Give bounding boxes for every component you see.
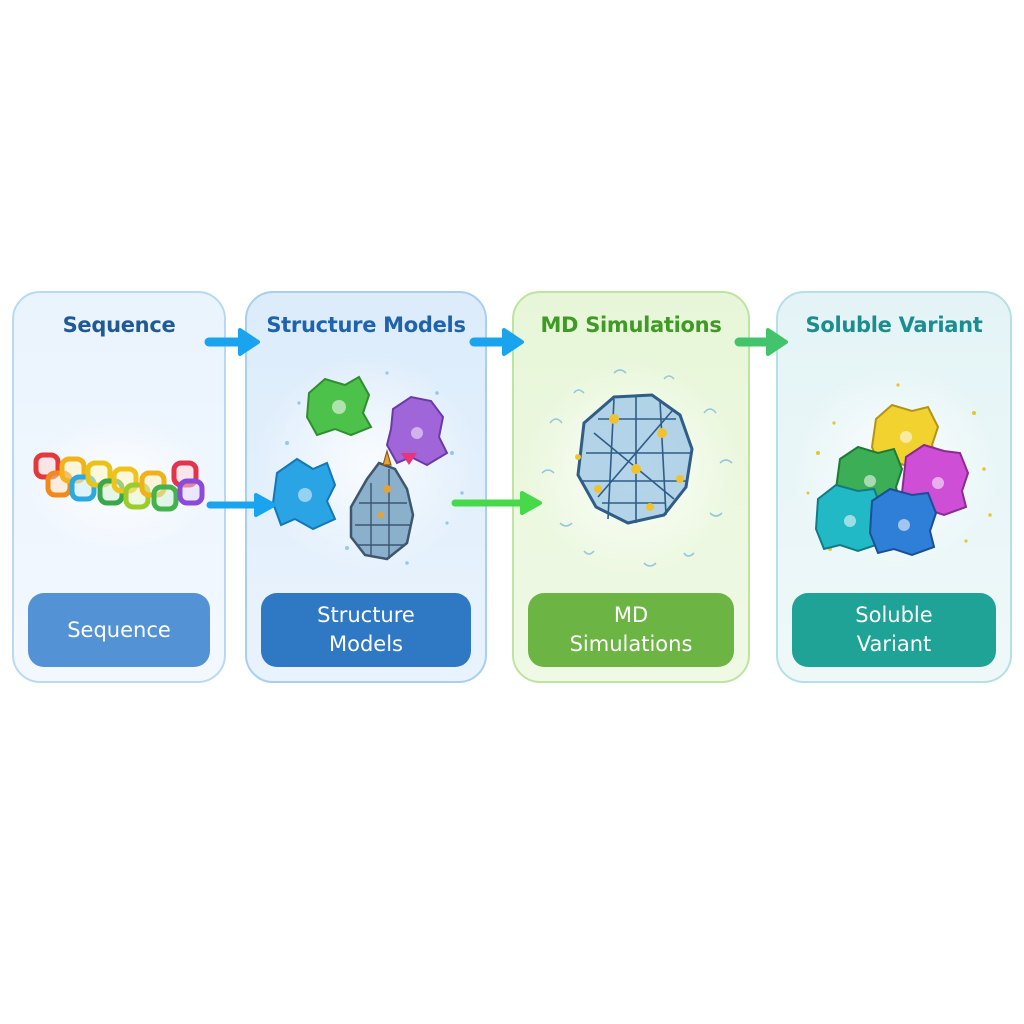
step-md-simulations-title: MD Simulations <box>540 313 722 337</box>
md-simulation-icon <box>524 358 740 578</box>
step-structure-models-title: Structure Models <box>266 313 466 337</box>
step-structure-models-panel: Structure Models <box>245 291 487 683</box>
step-soluble-variant-panel: Soluble Variant <box>776 291 1012 683</box>
step-md-simulations-panel: MD Simulations <box>512 291 750 683</box>
step-soluble-variant-label: Soluble Variant <box>792 593 996 667</box>
step-structure-models-label: Structure Models <box>261 593 471 667</box>
step-sequence-label: Sequence <box>28 593 210 667</box>
protein-models-icon <box>257 353 477 573</box>
soluble-variant-icon <box>792 364 1000 572</box>
step-soluble-variant-title: Soluble Variant <box>805 313 983 337</box>
step-sequence-panel: Sequence <box>12 291 226 683</box>
step-sequence-title: Sequence <box>62 313 176 337</box>
step-md-simulations-label: MD Simulations <box>528 593 734 667</box>
sequence-beads-icon <box>24 413 214 553</box>
